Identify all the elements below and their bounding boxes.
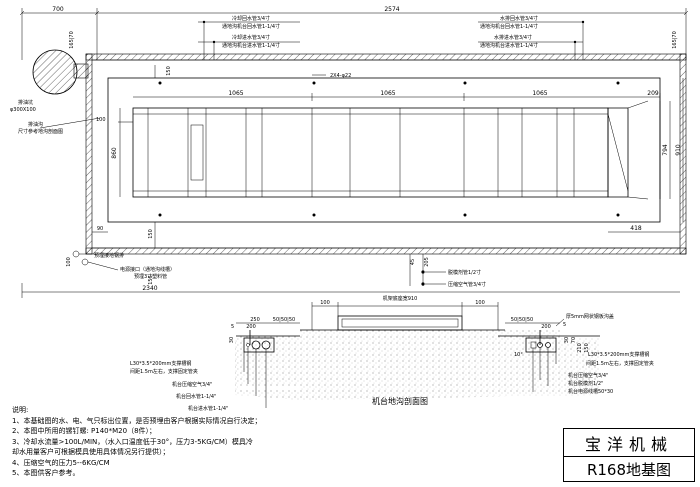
section-dim-5-l: 5	[231, 324, 234, 330]
plan-dimension-lines	[21, 65, 684, 298]
section-dim-5-r: 5	[563, 322, 566, 328]
section-dim-5050-r: 50|50|50	[511, 317, 533, 323]
section-steel-left-2: 间距1.5m左右，支撑固定管夹	[130, 368, 198, 375]
section-ground	[235, 330, 600, 400]
drain-label: 排油坑	[18, 99, 33, 106]
title-block: 宝洋机械 R168地基图	[563, 428, 695, 482]
dim-150-top: 150	[166, 66, 172, 76]
dim-150-bot: 150	[148, 229, 154, 239]
trench-walls	[85, 53, 687, 255]
power-port-label: 电源接口（通地沟线槽）	[120, 266, 175, 273]
section-dim-70: 70	[571, 337, 577, 343]
dim-1065-c: 1065	[532, 90, 547, 97]
machine-base	[107, 77, 661, 223]
notes-heading: 说明:	[12, 406, 29, 414]
section-left-label-3: 机台进水管1-1/4"	[188, 405, 228, 412]
dim-155: 155	[148, 275, 154, 285]
section-dim-250: 250	[250, 317, 260, 323]
note-item: 2、本图中所用的镙钉螺: P140*M20（8件）；	[12, 427, 157, 435]
drain-pit-icon	[32, 49, 89, 95]
section-angle-10: 10°	[514, 352, 523, 358]
section-plate-label: 厚5mm网状钢板沟盖	[566, 313, 614, 320]
dim-910: 910	[675, 144, 682, 156]
dim-700: 700	[52, 6, 64, 13]
section-steel-right-2: 间距1.5m左右，支撑固定管夹	[586, 360, 654, 367]
section-left-label-2: 机台回水管1-1/4"	[176, 393, 216, 400]
section-dim-100-l: 100	[320, 300, 330, 306]
dim-860: 860	[111, 147, 118, 159]
air-pipe-label: 压缩空气管3/4寸	[448, 281, 486, 288]
section-left-pipes	[243, 337, 275, 408]
dim-90: 90	[97, 226, 103, 232]
notes-block: 说明: 1、本基础图的水、电、气只标出位置，是否预埋由客户根据实际情况自行决定；…	[12, 405, 532, 479]
drain-size: φ300X100	[10, 107, 36, 113]
pipe-labels-right: 水排回水管3/4寸 通地沟机台回水管1-1/4寸 水排进水管3/4寸 通地沟机台…	[478, 15, 585, 60]
pipe-label: 水排回水管3/4寸	[500, 15, 538, 22]
dim-2x4-holes: 2X4-φ22	[330, 73, 351, 79]
dim-100: 100	[96, 117, 106, 123]
section-dim-5050-l: 50|50|50	[273, 317, 295, 323]
trench-ref: 尺寸参考地沟剖面图	[18, 128, 63, 135]
section-right-label-1: 机台压缩空气3/4"	[568, 372, 608, 379]
section-dim-100-r: 100	[475, 300, 485, 306]
note-item: 5、本图供客户参考。	[12, 469, 80, 477]
section-dim-200-r: 200	[541, 324, 551, 330]
dim-1065-b: 1065	[380, 90, 395, 97]
dim-209: 209	[647, 90, 659, 97]
section-right-label-2: 机台脱模剂1/2"	[568, 380, 603, 387]
section-surface	[236, 302, 560, 331]
power-tube-label: 预埋3寸塑料管	[134, 273, 167, 280]
dim-165-70-right: 165|70	[672, 31, 678, 49]
dim-1065-a: 1065	[228, 90, 243, 97]
trench-label: 排油沟	[28, 121, 43, 128]
section-right-pipes	[525, 337, 557, 392]
embed-plate-label: 预埋接地钢排	[94, 252, 124, 259]
pipe-label: 冷却回水管3/4寸	[232, 15, 270, 22]
section-left-label-1: 机台压缩空气3/4"	[172, 381, 212, 388]
dim-794: 794	[662, 144, 669, 156]
note-item: 1、本基础图的水、电、气只标出位置，是否预埋由客户根据实际情况自行决定；	[12, 416, 262, 425]
company-name: 宝洋机械	[564, 429, 694, 457]
embed-markers	[72, 250, 119, 271]
pipe-label: 水排进水管3/4寸	[494, 34, 532, 41]
top-dimension-lines	[19, 8, 689, 60]
section-base-width: 机架底座宽910	[383, 295, 418, 302]
dim-2574: 2574	[384, 6, 399, 13]
section-dim-30-r: 30	[564, 337, 570, 343]
section-dim-150: 150	[584, 343, 590, 353]
section-right-label-3: 机台电源线槽50*30	[568, 388, 613, 395]
pipe-label: 通地沟机台回水管1-1/4寸	[480, 23, 538, 30]
pipe-label: 通地沟机台回水管1-1/4寸	[222, 23, 280, 30]
section-steel-left-1: L30*3.5*200mm支撑槽钢	[130, 360, 191, 367]
drawing-name: R168地基图	[586, 460, 672, 479]
dim-165-70-left: 165|70	[69, 31, 75, 49]
pipe-label: 冷却进水管3/4寸	[232, 34, 270, 41]
pipe-labels-left: 冷却回水管3/4寸 通地沟机台回水管1-1/4寸 冷却进水管3/4寸 通地沟机台…	[198, 15, 300, 60]
pipe-label: 通地沟机台进水管1-1/4寸	[222, 42, 280, 49]
dim-205: 205	[424, 257, 430, 267]
pipe-label: 通地沟机台进水管1-1/4寸	[480, 42, 538, 49]
section-dim-30-l: 30	[229, 337, 235, 343]
remove-agent-label: 脱模剂管1/2寸	[448, 269, 481, 276]
dim-2340: 2340	[142, 285, 157, 292]
note-item: 4、压缩空气的压力5--6KG/CM	[12, 458, 110, 467]
section-steel-right-1: L30*3.5*200mm支撑槽钢	[588, 351, 649, 358]
dim-100-b: 100	[66, 257, 72, 267]
note-item: 却水用量客户可根据模具使用具体情况另行提供）；	[12, 448, 170, 456]
section-title: 机台地沟剖面图	[372, 396, 428, 406]
dim-45: 45	[410, 259, 416, 265]
note-item: 3、冷却水流量>100L/MIN，（水入口温度低于30°，压力3-5KG/CM）…	[12, 437, 253, 446]
section-dim-210: 210	[577, 343, 583, 353]
dim-418: 418	[630, 225, 642, 232]
remove-air-markers	[409, 254, 446, 286]
section-dim-200-l: 200	[246, 324, 256, 330]
